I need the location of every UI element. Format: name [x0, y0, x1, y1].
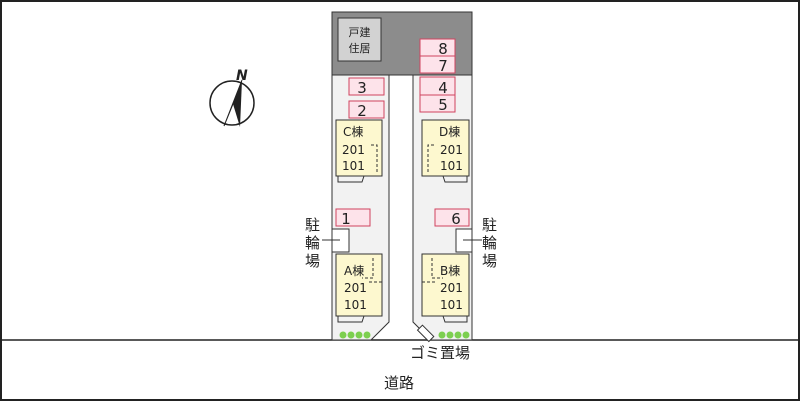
- bike-label-left-1: 駐: [305, 216, 320, 234]
- house-label-2: 住居: [349, 41, 371, 55]
- building-d-name: D棟: [439, 124, 460, 139]
- parking-4: 4: [438, 79, 448, 97]
- building-a-unit-201: 201: [344, 281, 367, 295]
- parking-1: 1: [341, 210, 351, 228]
- house-label-1: 戸建: [349, 25, 371, 39]
- bike-label-right-1: 駐: [482, 216, 497, 234]
- parking-2: 2: [357, 102, 367, 120]
- bike-label-left-3: 場: [305, 252, 320, 270]
- garbage-label: ゴミ置場: [410, 344, 470, 362]
- north-compass-icon: N: [209, 68, 255, 127]
- bike-label-left-2: 輪: [305, 234, 320, 252]
- interior-stairs: [362, 144, 443, 283]
- entrances: [337, 175, 468, 323]
- building-c-unit-201: 201: [342, 143, 365, 157]
- building-c-name: C棟: [343, 124, 363, 139]
- shrubs: [339, 331, 470, 339]
- building-b-unit-201: 201: [440, 281, 463, 295]
- parking-3: 3: [357, 79, 367, 97]
- bike-label-right-2: 輪: [482, 234, 497, 252]
- parking-8: 8: [438, 40, 448, 58]
- building-c-unit-101: 101: [342, 159, 365, 173]
- compass-n: N: [236, 68, 248, 84]
- building-d-unit-101: 101: [440, 159, 463, 173]
- building-d-unit-201: 201: [440, 143, 463, 157]
- building-a-unit-101: 101: [344, 298, 367, 312]
- parking-spaces: [335, 38, 470, 227]
- bike-label-right-3: 場: [482, 252, 497, 270]
- parking-7: 7: [438, 57, 448, 75]
- parking-6: 6: [451, 210, 461, 228]
- house-box: [337, 17, 382, 62]
- buildings: [335, 119, 470, 317]
- building-b-name: B棟: [440, 263, 460, 278]
- parking-5: 5: [438, 96, 448, 114]
- building-a-name: A棟: [344, 263, 364, 278]
- road-label: 道路: [384, 374, 414, 392]
- garbage-box: [416, 324, 435, 343]
- building-b-unit-101: 101: [440, 298, 463, 312]
